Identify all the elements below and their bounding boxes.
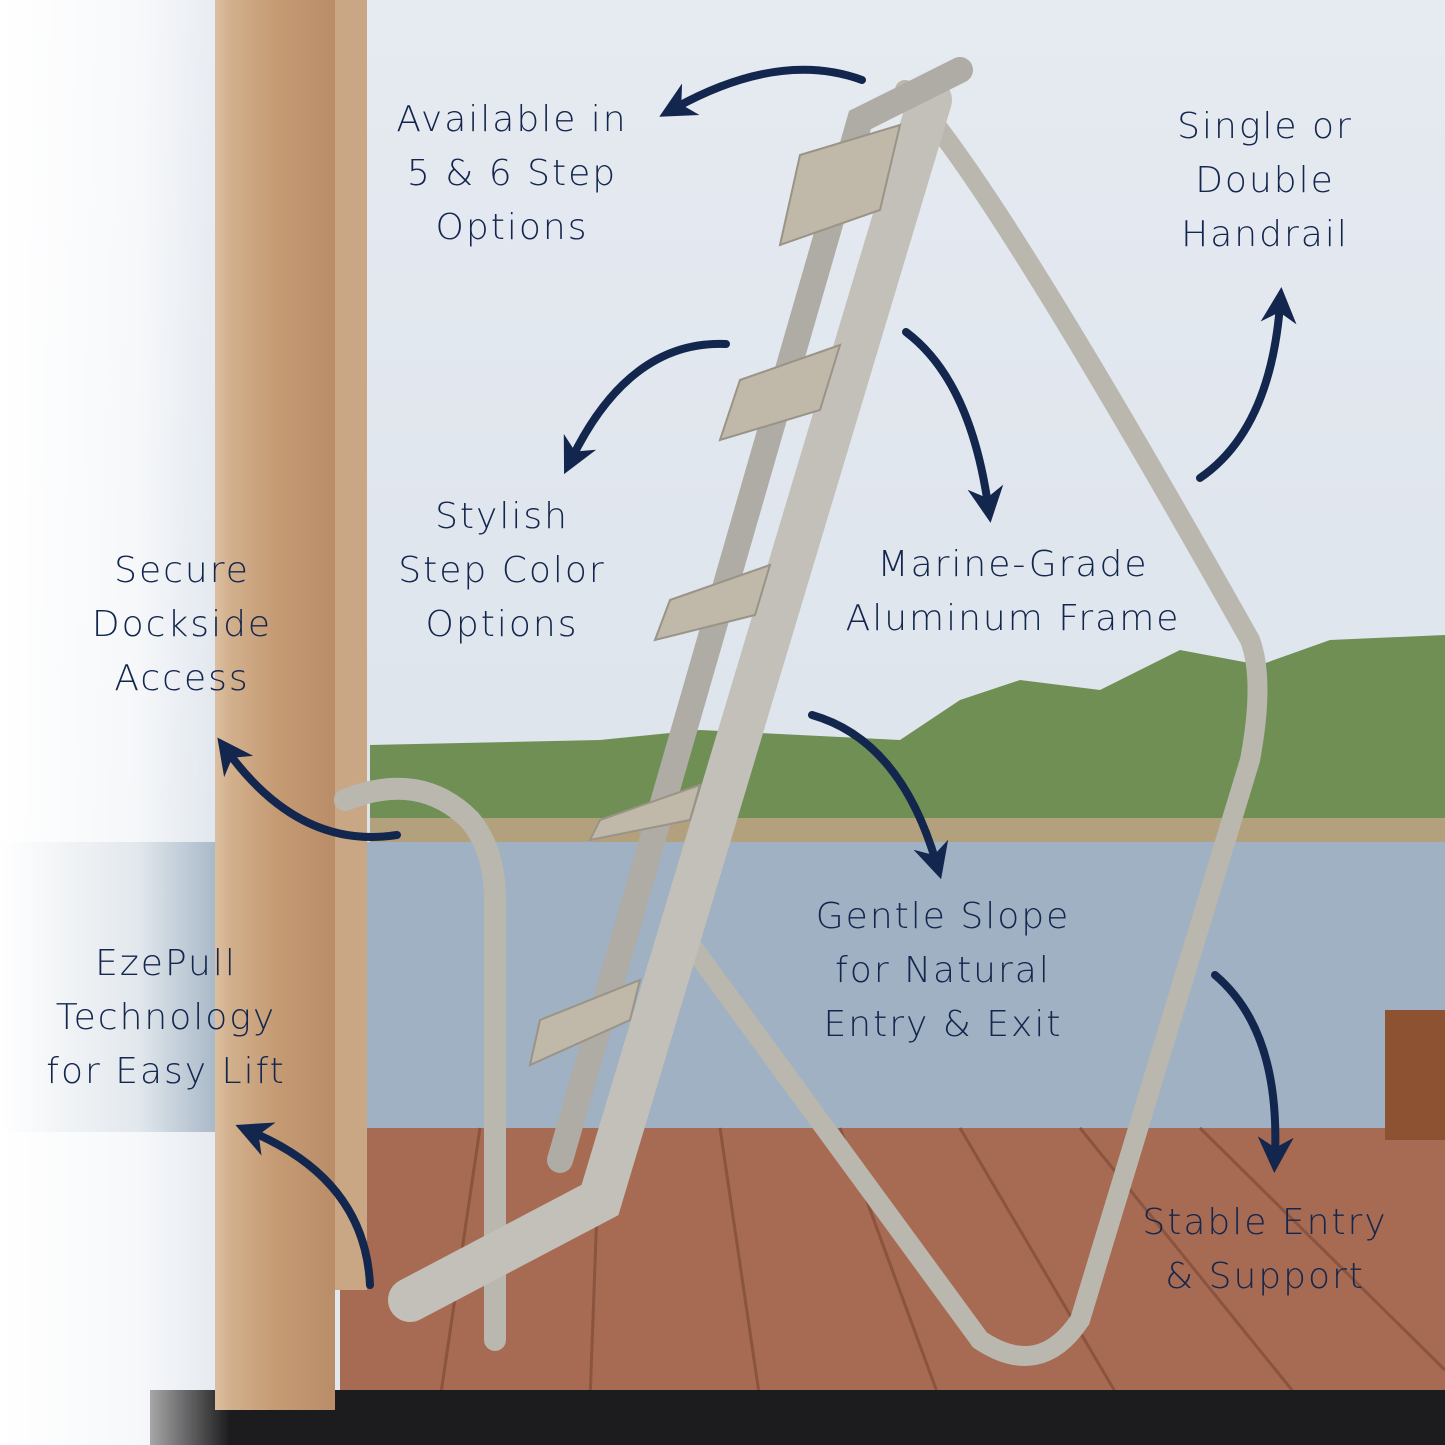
wood-post-back: [335, 0, 367, 1290]
side-cabinet: [1385, 1010, 1445, 1140]
dock-edge: [150, 1390, 1445, 1445]
shoreline: [370, 818, 1445, 842]
feature-label-stable: Stable Entry& Support: [1142, 1202, 1388, 1297]
left-fade: [0, 0, 230, 1445]
ladder-steps: [528, 123, 902, 1067]
